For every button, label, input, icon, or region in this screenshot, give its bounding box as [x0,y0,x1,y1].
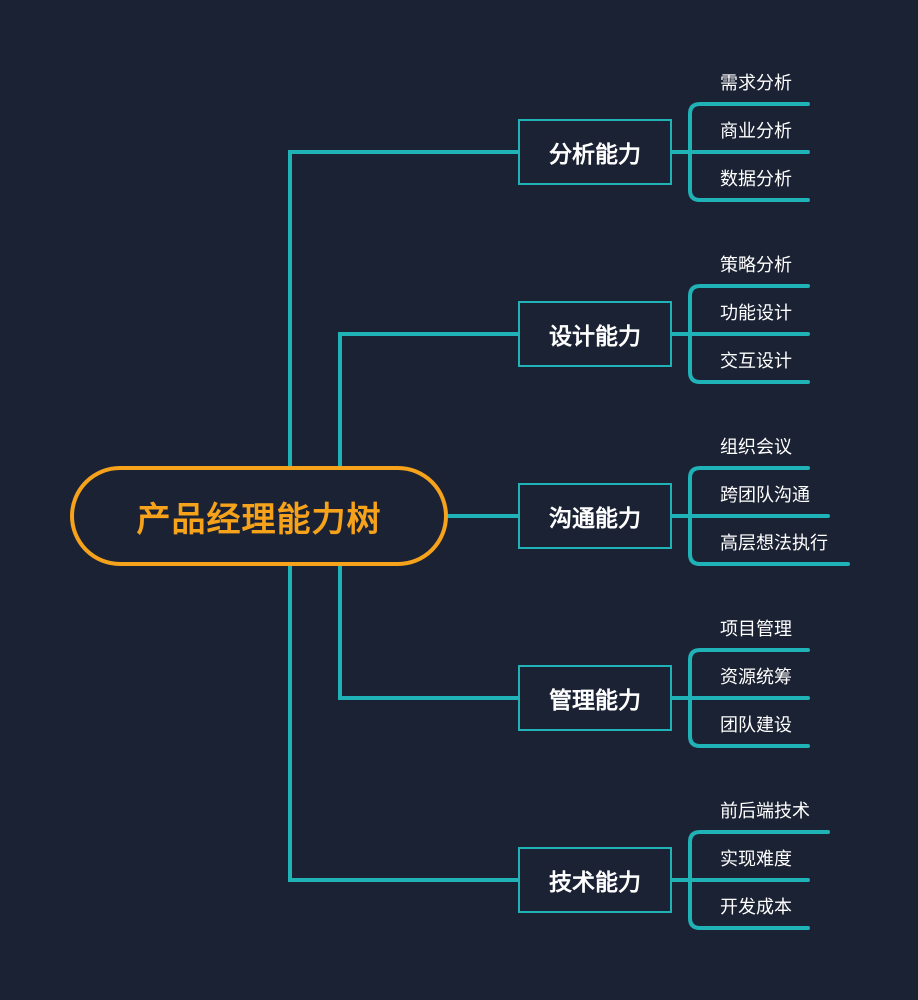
root-node: 产品经理能力树 [70,466,448,566]
connector-root-branch-5 [288,564,520,882]
leaf-frontend-backend-tech: 前后端技术 [720,801,810,822]
connector-branch-5-leaves [670,830,830,930]
connector-branch-2-leaves [670,284,810,384]
branch-node-technology: 技术能力 [518,847,672,913]
leaf-interaction-design: 交互设计 [720,351,792,372]
leaf-business-analysis: 商业分析 [720,121,792,142]
branch-label: 技术能力 [549,870,641,896]
branch-label: 管理能力 [549,688,641,714]
branch-label: 分析能力 [549,142,641,168]
connector-branch-3-leaves [670,466,850,566]
leaf-requirement-analysis: 需求分析 [720,73,792,94]
leaf-project-management: 项目管理 [720,619,792,640]
branch-node-communication: 沟通能力 [518,483,672,549]
leaf-strategy-analysis: 策略分析 [720,255,792,276]
root-label: 产品经理能力树 [136,499,382,540]
branch-label: 设计能力 [549,324,641,350]
branch-node-management: 管理能力 [518,665,672,731]
connector-branch-1-leaves [670,102,810,202]
leaf-organize-meetings: 组织会议 [720,437,792,458]
leaf-execute-leadership-ideas: 高层想法执行 [720,533,828,554]
leaf-implementation-difficulty: 实现难度 [720,849,792,870]
leaf-data-analysis: 数据分析 [720,169,792,190]
branch-node-analysis: 分析能力 [518,119,672,185]
connector-branch-4-leaves [670,648,810,748]
connector-root-branch-4 [338,564,520,700]
leaf-feature-design: 功能设计 [720,303,792,324]
connector-root-branch-1 [288,150,520,468]
leaf-cross-team-communication: 跨团队沟通 [720,485,810,506]
leaf-development-cost: 开发成本 [720,897,792,918]
connector-root-branch-2 [338,332,520,468]
branch-label: 沟通能力 [549,506,641,532]
leaf-resource-coordination: 资源统筹 [720,667,792,688]
leaf-team-building: 团队建设 [720,715,792,736]
branch-node-design: 设计能力 [518,301,672,367]
